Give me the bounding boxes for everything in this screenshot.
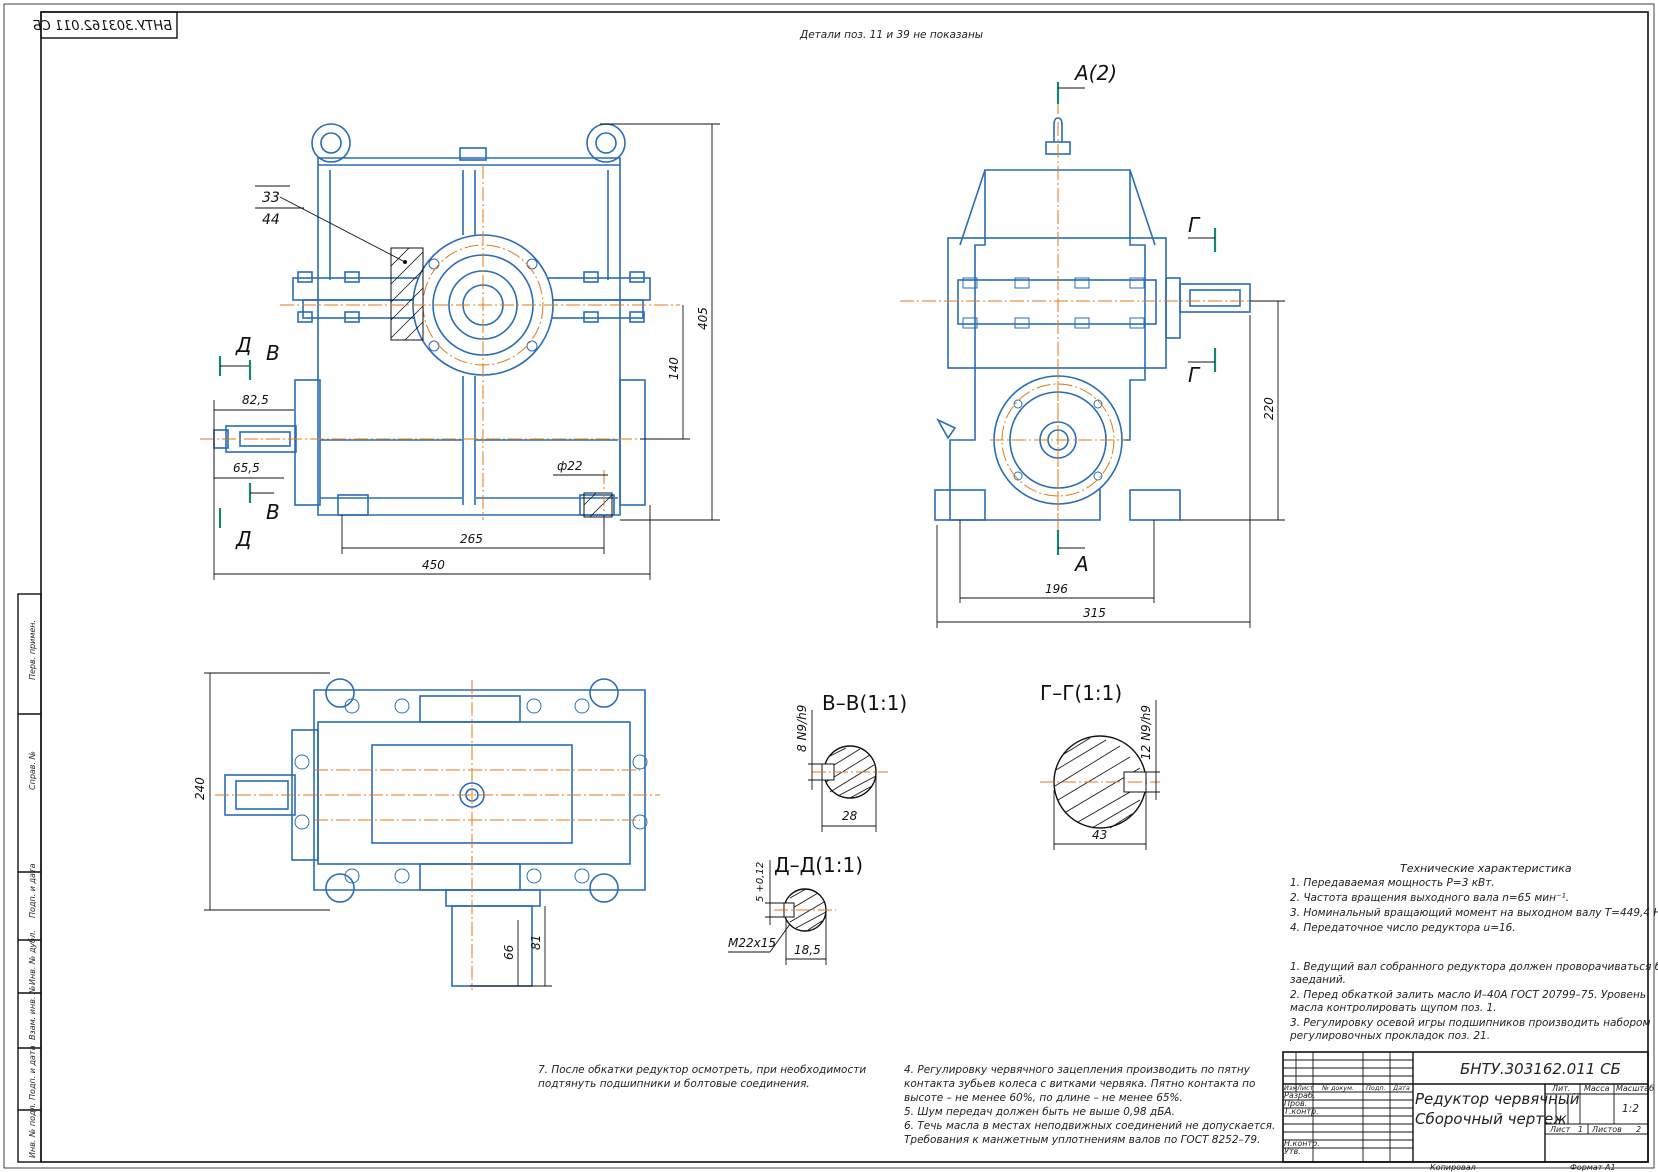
svg-text:Формат А1: Формат А1 <box>1570 1163 1616 1172</box>
svg-text:12 N9/h9: 12 N9/h9 <box>1139 705 1153 760</box>
svg-text:Д: Д <box>235 333 252 357</box>
svg-text:405: 405 <box>696 307 710 330</box>
svg-text:№ докум.: № докум. <box>1321 1084 1354 1092</box>
svg-text:82,5: 82,5 <box>242 393 269 407</box>
svg-text:Взам. инв. №: Взам. инв. № <box>28 986 37 1040</box>
svg-text:4. Регулировку червячного заце: 4. Регулировку червячного зацепления про… <box>904 1064 1251 1076</box>
svg-text:2. Частота вращения выходного: 2. Частота вращения выходного вала n=65 … <box>1290 892 1569 904</box>
svg-text:M22x15: M22x15 <box>728 936 776 950</box>
svg-text:Г–Г(1:1): Г–Г(1:1) <box>1040 681 1122 705</box>
svg-text:Перв. примен.: Перв. примен. <box>28 620 37 680</box>
svg-text:140: 140 <box>667 357 681 380</box>
svg-text:220: 220 <box>1262 397 1276 420</box>
svg-text:Г: Г <box>1188 213 1201 237</box>
svg-text:265: 265 <box>460 532 483 546</box>
svg-text:Т.контр.: Т.контр. <box>1284 1107 1319 1116</box>
svg-text:контакта зубьев колеса с витка: контакта зубьев колеса с витками червяка… <box>904 1078 1255 1090</box>
section-vv: В–В(1:1) 8 N9/h9 28 <box>795 691 907 832</box>
svg-text:Листов: Листов <box>1591 1125 1622 1134</box>
svg-text:Сборочный чертеж: Сборочный чертеж <box>1415 1110 1567 1128</box>
svg-text:196: 196 <box>1045 582 1068 596</box>
side-strip: Перв. примен. Справ. № Подп. и дата Инв.… <box>17 593 42 1163</box>
svg-text:Инв. № подл.: Инв. № подл. <box>28 1103 37 1158</box>
svg-text:Изм: Изм <box>1284 1084 1297 1092</box>
section-gg: Г–Г(1:1) 12 N9/h9 43 <box>1040 681 1160 850</box>
svg-text:315: 315 <box>1083 606 1106 620</box>
svg-text:7. После обкатки редуктор осмо: 7. После обкатки редуктор осмотреть, при… <box>538 1064 866 1076</box>
svg-text:А(2): А(2) <box>1073 61 1117 85</box>
svg-text:Подп.: Подп. <box>1366 1084 1386 1092</box>
svg-text:заеданий.: заеданий. <box>1290 974 1346 986</box>
svg-text:4. Передаточное число редуктор: 4. Передаточное число редуктора u=16. <box>1290 922 1516 934</box>
technical-requirements: 1. Ведущий вал собранного редуктора долж… <box>538 961 1658 1146</box>
svg-text:18,5: 18,5 <box>794 943 821 957</box>
svg-text:8 N9/h9: 8 N9/h9 <box>795 705 809 752</box>
header-note: Детали поз. 11 и 39 не показаны <box>799 29 983 41</box>
svg-text:2. Перед обкаткой залить масло: 2. Перед обкаткой залить масло И–40А ГОС… <box>1290 989 1646 1001</box>
svg-text:Масштаб: Масштаб <box>1616 1084 1654 1093</box>
svg-text:6. Течь масла в местах неподви: 6. Течь масла в местах неподвижных соеди… <box>904 1120 1275 1132</box>
svg-text:Копировал: Копировал <box>1430 1163 1476 1172</box>
svg-text:Утв.: Утв. <box>1284 1147 1301 1156</box>
svg-text:БНТУ.303162.011 СБ: БНТУ.303162.011 СБ <box>1460 1060 1621 1078</box>
svg-text:Справ. №: Справ. № <box>28 751 37 790</box>
svg-text:Г: Г <box>1188 363 1201 387</box>
svg-text:5. Шум передач должен быть не: 5. Шум передач должен быть не выше 0,98 … <box>904 1106 1175 1118</box>
svg-text:3. Номинальный вращающий момен: 3. Номинальный вращающий момент на выход… <box>1290 907 1658 919</box>
svg-text:В: В <box>266 341 280 365</box>
svg-text:450: 450 <box>422 558 445 572</box>
svg-text:подтянуть подшипники и болтовы: подтянуть подшипники и болтовые соединен… <box>538 1078 810 1090</box>
svg-text:Д–Д(1:1): Д–Д(1:1) <box>774 853 863 877</box>
svg-text:Подп. и дата: Подп. и дата <box>28 1045 37 1100</box>
svg-text:Пров.: Пров. <box>1284 1099 1307 1108</box>
svg-text:44: 44 <box>262 212 280 228</box>
mirrored-code-stamp: БНТУ.303162.011 СБ <box>33 11 178 39</box>
svg-text:2: 2 <box>1636 1125 1641 1134</box>
svg-text:Редуктор червячный: Редуктор червячный <box>1415 1090 1580 1108</box>
svg-text:1. Передаваемая мощность P=3 к: 1. Передаваемая мощность P=3 кВт. <box>1290 877 1495 889</box>
svg-text:Требования к манжетным уплотне: Требования к манжетным уплотнениям валов… <box>904 1134 1260 1146</box>
drawing-frame <box>40 11 1649 1163</box>
title-block: БНТУ.303162.011 СБ Редуктор червячный Сб… <box>1282 1051 1654 1172</box>
technical-specs: Технические характеристика 1. Передаваем… <box>1290 862 1658 934</box>
svg-text:5 +0,12: 5 +0,12 <box>755 862 766 902</box>
svg-text:В–В(1:1): В–В(1:1) <box>822 691 907 715</box>
svg-text:Разраб.: Разраб. <box>1284 1091 1315 1100</box>
section-dd: Д–Д(1:1) 5 +0,12 M22x15 18,5 <box>728 853 863 965</box>
svg-text:1: 1 <box>1578 1125 1583 1134</box>
svg-text:66: 66 <box>502 944 516 960</box>
svg-text:высоте – не менее 60%, по длин: высоте – не менее 60%, по длине – не мен… <box>904 1092 1183 1104</box>
svg-text:1. Ведущий вал собранного реду: 1. Ведущий вал собранного редуктора долж… <box>1290 961 1658 973</box>
side-view: А(2) А Г Г 220 196 315 <box>900 61 1285 628</box>
svg-text:регулировочных прокладок поз.: регулировочных прокладок поз. 21. <box>1289 1030 1490 1042</box>
svg-text:масла контролировать щупом поз: масла контролировать щупом поз. 1. <box>1290 1002 1497 1014</box>
top-view: 240 66 81 <box>193 672 660 990</box>
svg-text:28: 28 <box>842 809 858 823</box>
svg-text:А: А <box>1073 552 1089 576</box>
svg-text:Лит.: Лит. <box>1551 1084 1570 1093</box>
svg-text:Д: Д <box>235 527 252 551</box>
svg-text:43: 43 <box>1092 828 1107 842</box>
svg-text:Дата: Дата <box>1392 1084 1410 1092</box>
svg-text:Н.контр.: Н.контр. <box>1284 1139 1320 1148</box>
svg-text:Масса: Масса <box>1584 1084 1610 1093</box>
svg-text:240: 240 <box>193 777 207 800</box>
svg-text:В: В <box>266 500 280 524</box>
svg-text:БНТУ.303162.011 СБ: БНТУ.303162.011 СБ <box>33 19 172 34</box>
svg-text:Лист: Лист <box>1296 1084 1314 1092</box>
front-view: 33 44 Д В В Д 82,5 65,5 140 405 ф22 265 … <box>200 123 720 580</box>
svg-text:Инв. № дубл.: Инв. № дубл. <box>28 930 37 985</box>
svg-text:1:2: 1:2 <box>1622 1103 1639 1115</box>
svg-text:Лист: Лист <box>1549 1125 1571 1134</box>
svg-text:Подп. и дата: Подп. и дата <box>28 863 37 918</box>
svg-text:81: 81 <box>529 935 543 950</box>
svg-text:3. Регулировку осевой игры под: 3. Регулировку осевой игры подшипников п… <box>1290 1017 1650 1029</box>
svg-text:ф22: ф22 <box>557 459 583 473</box>
svg-text:33: 33 <box>262 190 280 206</box>
svg-text:Технические характеристика: Технические характеристика <box>1400 862 1572 875</box>
svg-text:65,5: 65,5 <box>233 461 260 475</box>
